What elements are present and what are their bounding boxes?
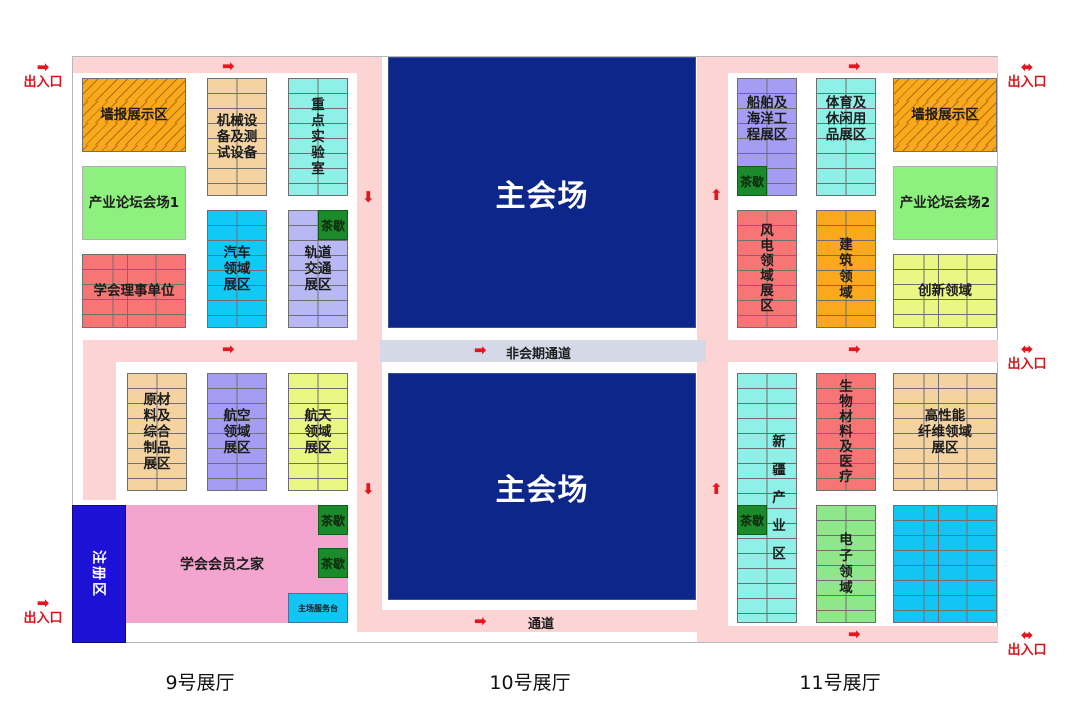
zone-biomaterials-medical: 生 物 材 料 及 医 疗 [816,373,876,491]
arrow-down-icon: ⬇ [362,480,375,498]
zone-key-lab: 重 点 实 验 室 [288,78,348,196]
tea-break-hall9-rail: 茶歇 [318,210,348,240]
zone-high-performance-fiber: 高性能 纤维领域 展区 [893,373,997,491]
zone-forum1: 产业论坛会场1 [82,166,186,240]
aisle-top-hall11 [706,57,998,73]
aisle-hall11-bottom [706,626,998,642]
arrow-down-icon: ⬇ [362,188,375,206]
zone-construction: 建 筑 领 域 [816,210,876,328]
hall10-label: 10号展厅 [489,672,571,694]
main-venue-bottom: 主会场 [388,373,696,600]
zone-sports-leisure: 体育及 休闲用 品展区 [816,78,876,196]
zone-automotive: 汽车 领域 展区 [207,210,267,328]
zone-wall-display-hall11: 墙报展示区 [893,78,997,152]
zone-unlabeled-blue [893,505,997,623]
main-venue-bottom-label: 主会场 [495,472,589,508]
exit-middle-right: ⬌出入口 [1004,342,1050,373]
aisle-hall9-left [83,340,116,500]
main-venue-top-label: 主会场 [495,178,589,214]
arrow-right-icon: ➡ [474,612,487,630]
exit-bottom-right: ⬌出入口 [1004,628,1050,659]
exit-bottom-left: ➡出入口 [20,596,66,627]
tea-break-hall11-xinjiang: 茶歇 [737,505,767,535]
arrow-right-icon: ➡ [222,57,235,75]
aisle-bottom [357,610,707,632]
non-session-passage-label: 非会期通道 [506,347,572,362]
zone-machinery: 机械设 备及测 试设备 [207,78,267,196]
zone-aerospace: 航天 领域 展区 [288,373,348,491]
arrow-right-icon: ➡ [848,625,861,643]
aisle-hall9-middle [83,340,380,362]
arrow-right-icon: ➡ [36,594,50,612]
arrow-up-icon: ⬆ [710,186,723,204]
arrow-right-icon: ➡ [222,340,235,358]
zone-raw-materials: 原材 料及 综合 制品 展区 [127,373,187,491]
zone-wind-power: 风 电 领 域 展 区 [737,210,797,328]
arrow-left-right-icon: ⬌ [1020,340,1034,358]
non-session-passage [380,340,706,362]
tea-break-member-home-1: 茶歇 [318,505,348,535]
zone-electronics: 电 子 领 域 [816,505,876,623]
aisle-hall11-middle [706,340,998,362]
tea-break-hall11-ship: 茶歇 [737,166,767,196]
bottom-passage-label: 通道 [528,617,555,632]
arrow-right-icon: ➡ [848,340,861,358]
registration-area: 注册区 [72,505,126,643]
zone-wall-display-hall9: 墙报展示区 [82,78,186,152]
tea-break-member-home-2: 茶歇 [318,548,348,578]
aisle-hall10-left [372,57,382,632]
arrow-left-right-icon: ⬌ [1020,626,1034,644]
zone-xinjiang-industry: 新 疆 产 业 区 [737,373,797,623]
zone-forum2: 产业论坛会场2 [893,166,997,240]
exit-top-left: ➡出入口 [20,60,66,91]
main-venue-top: 主会场 [388,57,696,328]
arrow-up-icon: ⬆ [710,480,723,498]
arrow-right-icon: ➡ [36,58,50,76]
aisle-top-hall9 [73,57,380,73]
zone-aviation: 航空 领域 展区 [207,373,267,491]
hall11-label: 11号展厅 [799,672,881,694]
arrow-left-right-icon: ⬌ [1020,58,1034,76]
arrow-right-icon: ➡ [474,341,487,359]
zone-innovation: 创新领域 [893,254,997,328]
main-service-desk: 主场服务台 [288,593,348,623]
arrow-right-icon: ➡ [848,57,861,75]
zone-council-members: 学会理事单位 [82,254,186,328]
hall9-label: 9号展厅 [165,672,235,694]
exit-top-right: ⬌出入口 [1004,60,1050,91]
